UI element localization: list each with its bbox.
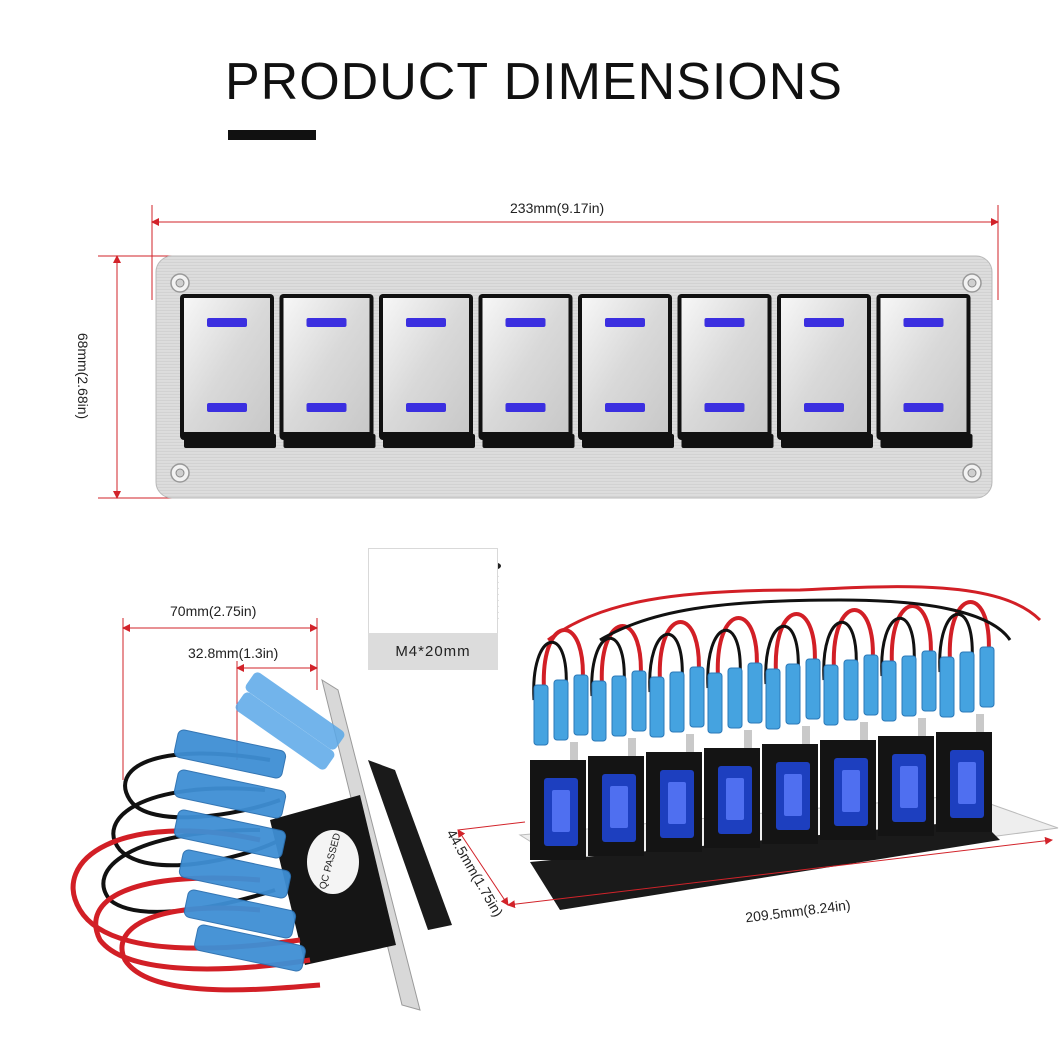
switch-module (936, 600, 995, 832)
led-indicator (406, 403, 446, 412)
led-indicator (704, 318, 745, 327)
switch-module (878, 604, 937, 836)
switch-module (530, 628, 589, 860)
rocker-switch (478, 294, 575, 448)
width-label: 233mm(9.17in) (510, 200, 605, 216)
rocker-switch (777, 294, 873, 448)
led-indicator (804, 318, 844, 327)
rocker-switch (279, 294, 376, 448)
rocker-switch (578, 294, 674, 448)
side-depth-label: 70mm(2.75in) (170, 603, 257, 619)
led-indicator (704, 403, 745, 412)
rocker-switch (876, 294, 973, 448)
switch-panel-rear-view (457, 585, 1059, 910)
width-dimension-line (151, 205, 999, 300)
height-label: 68mm(2.68in) (75, 332, 92, 420)
led-indicator (505, 318, 546, 327)
screw-hole-icon (170, 273, 982, 483)
side-inner-label: 32.8mm(1.3in) (188, 645, 279, 661)
screws-label: M4*20mm (368, 633, 498, 670)
page-title: PRODUCT DIMENSIONS (225, 53, 843, 111)
led-indicator (306, 318, 347, 327)
switch-module (646, 620, 705, 852)
led-indicator (605, 318, 645, 327)
title-underline (228, 130, 316, 140)
rocker-switch (379, 294, 475, 448)
led-indicator (306, 403, 347, 412)
led-indicator (804, 403, 844, 412)
led-indicator (406, 318, 446, 327)
led-indicator (207, 318, 247, 327)
rocker-switch (180, 294, 276, 448)
switch-panel-side-view: QC PASSED (70, 618, 452, 1011)
switch-module (762, 612, 821, 844)
led-indicator (207, 403, 247, 412)
led-indicator (605, 403, 645, 412)
switch-module (588, 624, 647, 856)
switch-module (704, 616, 763, 848)
led-indicator (903, 403, 944, 412)
switch-module (820, 608, 879, 840)
led-indicator (903, 318, 944, 327)
rocker-switch (677, 294, 774, 448)
switch-panel-front (155, 255, 993, 499)
led-indicator (505, 403, 546, 412)
